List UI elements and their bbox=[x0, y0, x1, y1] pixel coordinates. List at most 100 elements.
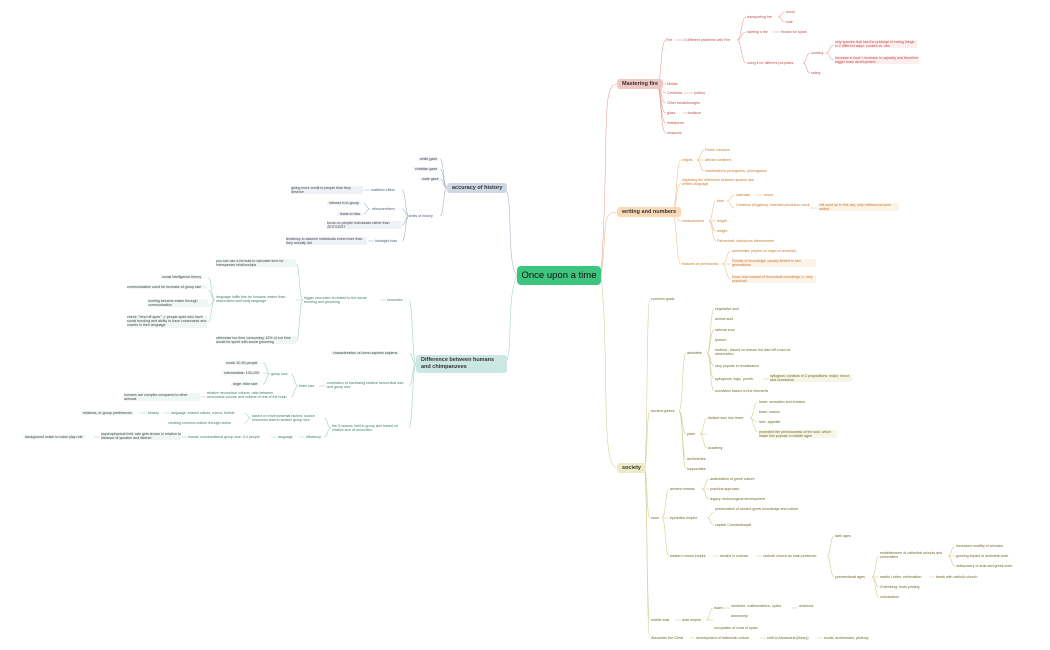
hindsight-bias-node[interactable]: hindsight bias bbox=[375, 239, 397, 243]
still-used-node[interactable]: still used up to this day, only millisec… bbox=[819, 203, 899, 212]
branch-writing-numbers[interactable]: writing and numbers bbox=[617, 207, 682, 217]
alexandria-node[interactable]: shift to Alexandria (library) bbox=[767, 636, 809, 640]
preservation-node[interactable]: preservation of ancient greek knowledge … bbox=[715, 507, 799, 511]
five-causes-node[interactable]: the 5 causes: limit in group size based … bbox=[332, 424, 398, 433]
ceramics-node[interactable]: Ceramics bbox=[667, 91, 683, 95]
catholic-church-node[interactable]: catholic church as main preserver bbox=[763, 554, 817, 558]
animal-soul-node[interactable]: animal soul bbox=[715, 317, 734, 321]
milestones-node[interactable]: milestones bbox=[667, 121, 685, 125]
branch-human-chimp-difference[interactable]: Difference between humans and chimpanzee… bbox=[416, 355, 507, 373]
correlation-node[interactable]: correlation of increasing relative neoco… bbox=[327, 381, 404, 390]
conversational-size-node[interactable]: human conversational group size: 3-4 peo… bbox=[188, 435, 260, 439]
syllogisms-node[interactable]: syllogisms, logic, proofs bbox=[715, 377, 753, 381]
dark-ages-node[interactable]: dark ages bbox=[835, 534, 851, 538]
weapons-node[interactable]: weapons bbox=[667, 131, 682, 135]
glass-node[interactable]: glass bbox=[667, 111, 676, 115]
check-bind-apes-node[interactable]: check: "bind off apes" -> people apes wh… bbox=[127, 315, 207, 328]
otherwise-node[interactable]: otherwise too time consuming: 42% of our… bbox=[216, 336, 296, 345]
western-roman-node[interactable]: western roman empire bbox=[670, 554, 706, 558]
hellenistic-node[interactable]: development of hellenistic culture bbox=[696, 636, 750, 640]
impact-node[interactable]: growing impact of aristotele work bbox=[956, 554, 1009, 558]
knowhow-node[interactable]: know-how instead of theoretical knowledg… bbox=[732, 275, 816, 284]
rediscovery-node[interactable]: rediscovery of arab and greek texts bbox=[956, 564, 1013, 568]
plato-node[interactable]: plato bbox=[687, 432, 695, 436]
gutenberg-node[interactable]: Gutenberg: book printing bbox=[880, 585, 920, 589]
branch-accuracy-history[interactable]: accuracy of history bbox=[447, 183, 508, 193]
occupation-spain-node[interactable]: occupation of most of spain bbox=[714, 626, 758, 630]
focus-people-node[interactable]: focus on people/ individuals rather than… bbox=[327, 221, 401, 230]
fertile-crescent-node[interactable]: Fertile crescent bbox=[705, 148, 730, 152]
creating-culture-node[interactable]: creating common culture through works bbox=[168, 421, 231, 425]
worldview-node[interactable]: worldview based on the elements bbox=[715, 389, 769, 393]
sole-node[interactable]: sole bbox=[786, 20, 793, 24]
limits-history-node[interactable]: limits of history bbox=[409, 214, 433, 218]
promoted-node[interactable]: promoted the preciousness of the soul, w… bbox=[759, 430, 837, 439]
astronomy-node[interactable]: astronomy bbox=[731, 614, 748, 618]
regarding-node[interactable]: regarding the difference between spoken … bbox=[682, 178, 755, 187]
privilege-node[interactable]: only species that has the privilege of e… bbox=[835, 40, 917, 49]
language-node[interactable]: language bbox=[278, 435, 293, 439]
length-node[interactable]: length bbox=[717, 219, 727, 223]
safety-node[interactable]: safety bbox=[811, 71, 821, 75]
weight-node[interactable]: weight bbox=[717, 229, 728, 233]
practical-approach-node[interactable]: practical approach bbox=[710, 487, 740, 491]
large-group-node[interactable]: large: tribe size bbox=[231, 382, 260, 387]
luther-node[interactable]: martin Luther: reformation bbox=[880, 575, 922, 579]
psychophysical-node[interactable]: psychophysical limit: rate gets shown in… bbox=[101, 432, 181, 441]
fluidity-node[interactable]: Fluidity of knowledge, usually limited t… bbox=[732, 259, 816, 268]
academy-node[interactable]: academy bbox=[708, 446, 723, 450]
archimedes-node[interactable]: archimedes bbox=[687, 457, 706, 461]
assimilation-node[interactable]: assimilation of greek culture bbox=[710, 477, 755, 481]
fahrenheit-node[interactable]: Fahrenheit: introduces thermometer bbox=[717, 239, 775, 243]
other-breakthroughs-node[interactable]: Other breakthroughs bbox=[667, 101, 700, 105]
syllogism-consists-node[interactable]: syllogism: consists of 3 propositions: m… bbox=[770, 374, 852, 383]
root-node[interactable]: Once upon a time bbox=[517, 266, 601, 285]
time-node[interactable]: time bbox=[717, 199, 724, 203]
ancient-romans-node[interactable]: ancient romans bbox=[670, 487, 695, 491]
formula-node[interactable]: you can use a formula to calculate time … bbox=[216, 259, 296, 268]
background-noise-node[interactable]: background noise/ to noise play role bbox=[23, 435, 85, 440]
aristotle-node[interactable]: aristotele bbox=[687, 351, 702, 355]
alexander-node[interactable]: Alexander the Great bbox=[651, 636, 684, 640]
brain-reason-node[interactable]: brain: reason bbox=[759, 410, 780, 414]
vegetative-soul-node[interactable]: vegetative soul bbox=[715, 307, 739, 311]
friction-node[interactable]: friction for spark bbox=[781, 30, 807, 34]
heart-node[interactable]: heart: sensation and emotion bbox=[759, 400, 806, 404]
branch-mastering-fire[interactable]: Mastering fire bbox=[617, 79, 664, 89]
language-shared-node[interactable]: language: shared values, norms, beliefs bbox=[171, 411, 235, 415]
method-node[interactable]: method - based on reason but also left r… bbox=[715, 348, 791, 357]
avicenna-node[interactable]: avicenna bbox=[799, 604, 814, 608]
isolation-node[interactable]: isolation bbox=[688, 111, 702, 115]
measurement-node[interactable]: measurement bbox=[682, 219, 704, 223]
hippocrates-node[interactable]: hippocrates bbox=[687, 467, 706, 471]
rome-node[interactable]: rome bbox=[651, 516, 660, 520]
brain-size-node[interactable]: brain size bbox=[299, 384, 315, 388]
ancient-greece-node[interactable]: ancient greece bbox=[651, 409, 675, 413]
increase-food-node[interactable]: increase in food = increase in capacity … bbox=[835, 56, 919, 65]
ethnocentrism-node[interactable]: ethnocentrism bbox=[372, 207, 395, 211]
kinship-node[interactable]: kinship bbox=[148, 411, 160, 415]
tendency-node[interactable]: tendency to assume individuals knew more… bbox=[286, 237, 367, 246]
giving-credit-node[interactable]: giving more credit to people than they d… bbox=[291, 186, 363, 195]
metals-node[interactable]: Metals bbox=[667, 82, 678, 86]
relations-node[interactable]: relations, in-group preferences bbox=[81, 411, 134, 416]
language-fulfils-node[interactable]: language fulfils this for humans: easier… bbox=[216, 295, 286, 304]
communication-group-node[interactable]: communication used for increase of group… bbox=[127, 285, 207, 290]
based-environmental-node[interactable]: based on environmental factors: scarce r… bbox=[252, 414, 315, 423]
medicine-node[interactable]: medicine, mathemathics, optics bbox=[731, 604, 782, 608]
mobility-node[interactable]: increased mobility of scholars bbox=[956, 544, 1004, 548]
hunting-node[interactable]: hunting became easier through communicat… bbox=[148, 299, 208, 308]
features-node[interactable]: features of prehistorics bbox=[682, 262, 719, 266]
relative-neocortical-node[interactable]: relative neocortical volume: ratio betwe… bbox=[207, 391, 287, 400]
intermediate-group-node[interactable]: intermediate: 100-200 bbox=[222, 371, 261, 376]
divided-soul-node[interactable]: divided soul into three: bbox=[708, 416, 744, 420]
byzantine-node[interactable]: byzantine empire bbox=[670, 516, 698, 520]
interest-ingroup-node[interactable]: interest in in-group bbox=[327, 201, 361, 206]
transporting-fire-node[interactable]: transporting fire bbox=[747, 15, 772, 19]
white-gaze-node[interactable]: white gaze bbox=[418, 157, 440, 162]
legacy-node[interactable]: legacy: technological development bbox=[710, 497, 765, 501]
efficiency-node[interactable]: efficiency bbox=[306, 435, 321, 439]
cooking-node[interactable]: cooking bbox=[811, 51, 824, 55]
branch-society[interactable]: society bbox=[617, 463, 646, 473]
matthew-effect-node[interactable]: matthew-effect bbox=[371, 188, 395, 192]
